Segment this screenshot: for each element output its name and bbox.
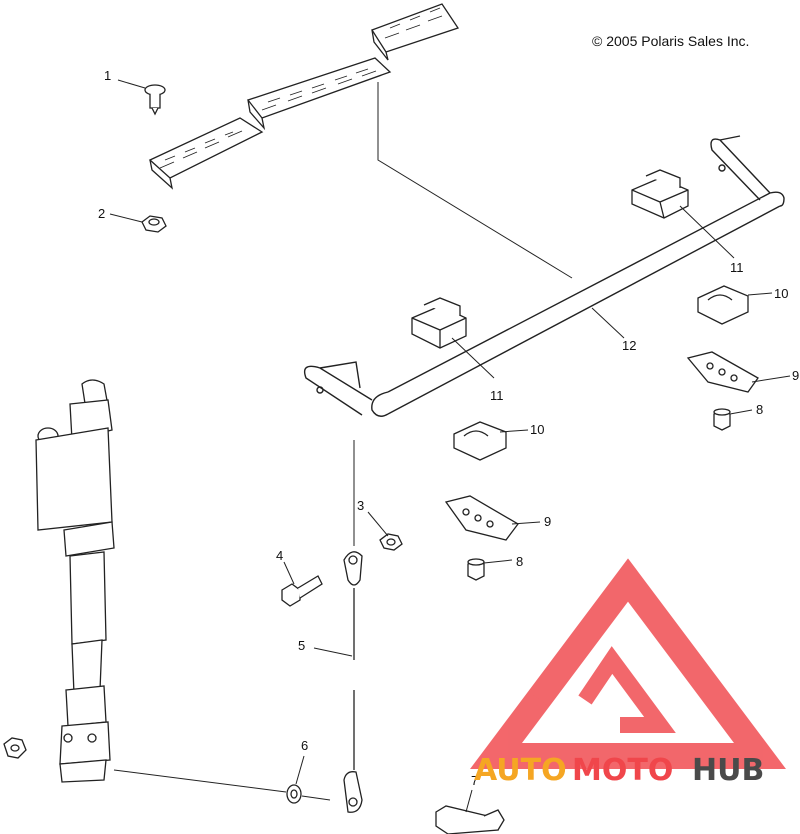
callout-5: 5 xyxy=(298,638,305,653)
leader-line-3 xyxy=(367,511,389,537)
lock-nut xyxy=(379,533,403,551)
callout-10-lower: 10 xyxy=(530,422,544,437)
leader-line-8-lower xyxy=(483,559,513,564)
washer xyxy=(286,784,302,804)
callout-9-upper: 9 xyxy=(792,368,799,383)
callout-3: 3 xyxy=(357,498,364,513)
bushing-lower xyxy=(411,297,467,349)
screw-lower xyxy=(467,558,485,581)
stabilizer-bar xyxy=(303,135,785,417)
hex-nut xyxy=(141,215,167,233)
mount-plate-upper xyxy=(686,351,759,393)
bracket-upper xyxy=(697,285,749,325)
mount-plate-lower xyxy=(444,495,519,541)
callout-4: 4 xyxy=(276,548,283,563)
shock-nut xyxy=(3,737,27,759)
screw-upper xyxy=(713,408,731,431)
copyright-notice: © 2005 Polaris Sales Inc. xyxy=(592,33,750,49)
callout-10-upper: 10 xyxy=(774,286,788,301)
callout-9-lower: 9 xyxy=(544,514,551,529)
watermark-word-moto: MOTO xyxy=(572,753,673,788)
leader-line-8-upper xyxy=(729,409,753,415)
bracket-lower xyxy=(453,421,507,461)
chassis-plate xyxy=(148,3,460,190)
leader-line-9-upper xyxy=(751,375,791,383)
callout-8-lower: 8 xyxy=(516,554,523,569)
bushing-upper xyxy=(631,169,689,219)
leader-line-12-plate xyxy=(377,82,573,279)
leader-line-10-lower xyxy=(499,429,529,433)
leader-line-10-upper xyxy=(747,292,773,296)
watermark-logo xyxy=(470,558,786,769)
callout-8-upper: 8 xyxy=(756,402,763,417)
push-rivet xyxy=(144,84,166,116)
callout-1: 1 xyxy=(104,68,111,83)
callout-12: 12 xyxy=(622,338,636,353)
leader-line-12 xyxy=(591,307,625,339)
hex-bolt-long xyxy=(435,805,505,834)
leader-line-1 xyxy=(117,79,146,89)
callout-7: 7 xyxy=(471,773,478,788)
hex-bolt-short xyxy=(281,575,323,607)
callout-11-upper: 11 xyxy=(730,260,744,275)
leader-line-7 xyxy=(465,789,473,813)
callout-2: 2 xyxy=(98,206,105,221)
callout-6: 6 xyxy=(301,738,308,753)
leader-line-11-upper xyxy=(679,205,735,259)
watermark-wordmark: AUTO MOTO HUB xyxy=(474,753,764,788)
leader-line-5 xyxy=(313,647,353,657)
link-rod xyxy=(343,551,363,813)
leader-line-4 xyxy=(283,561,295,585)
shock-absorber xyxy=(35,379,115,783)
callout-11-lower: 11 xyxy=(490,388,504,403)
leader-line-6 xyxy=(295,755,305,785)
leader-line-6-axis xyxy=(113,769,331,801)
leader-line-9-lower xyxy=(511,521,541,525)
watermark-word-hub: HUB xyxy=(692,753,764,788)
leader-line-11-lower xyxy=(451,337,495,379)
leader-line-2 xyxy=(109,213,143,223)
watermark-word-auto: AUTO xyxy=(474,753,567,788)
